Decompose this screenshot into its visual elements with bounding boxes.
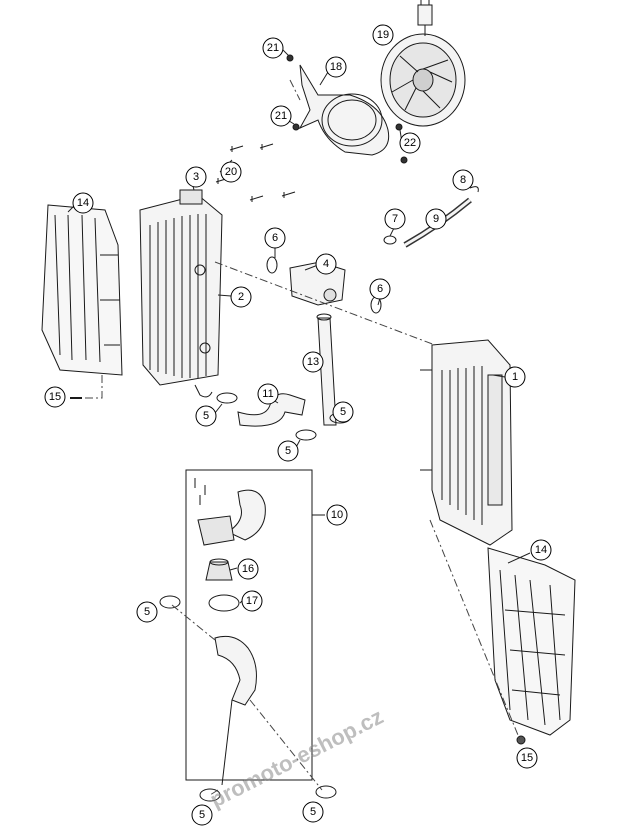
callout-1: 1 bbox=[504, 366, 526, 388]
callout-5-f: 5 bbox=[302, 801, 324, 823]
svg-text:9: 9 bbox=[433, 213, 439, 225]
bolt-21-lower bbox=[292, 123, 300, 131]
coolant-pipe bbox=[316, 313, 337, 426]
svg-text:14: 14 bbox=[535, 544, 547, 556]
svg-text:20: 20 bbox=[225, 166, 237, 178]
lower-hose bbox=[214, 635, 257, 786]
callout-5-e: 5 bbox=[191, 804, 213, 826]
callout-6-left: 6 bbox=[264, 227, 286, 249]
callout-14-lower: 14 bbox=[530, 539, 552, 561]
callout-8: 8 bbox=[452, 169, 474, 191]
callout-11: 11 bbox=[257, 383, 279, 405]
svg-text:5: 5 bbox=[199, 809, 205, 821]
callout-22: 22 bbox=[399, 132, 421, 154]
svg-text:17: 17 bbox=[246, 595, 258, 607]
svg-text:7: 7 bbox=[392, 213, 398, 225]
svg-text:promoto-eshop.cz: promoto-eshop.cz bbox=[206, 704, 387, 813]
bolt-21-upper bbox=[286, 54, 294, 62]
hose-clamps-5-lower bbox=[159, 595, 337, 802]
callout-2: 2 bbox=[230, 286, 252, 308]
svg-text:5: 5 bbox=[340, 406, 346, 418]
svg-text:1: 1 bbox=[512, 371, 518, 383]
svg-text:5: 5 bbox=[144, 606, 150, 618]
hose-clamp-8 bbox=[469, 186, 479, 193]
thermostat-housing bbox=[194, 478, 266, 546]
callout-5-c: 5 bbox=[277, 440, 299, 462]
bolt-22 bbox=[395, 123, 408, 164]
callout-4: 4 bbox=[315, 253, 337, 275]
callout-group: 19 21 18 21 22 3 20 14 8 7 9 6 4 6 2 13 … bbox=[44, 24, 552, 826]
svg-text:5: 5 bbox=[310, 806, 316, 818]
kit-frame-10 bbox=[185, 469, 325, 781]
fan-bracket bbox=[298, 64, 390, 156]
callout-15-right: 15 bbox=[516, 747, 538, 769]
callout-16: 16 bbox=[237, 558, 259, 580]
callout-6-right: 6 bbox=[369, 278, 391, 300]
svg-text:15: 15 bbox=[49, 391, 61, 403]
bolts-20 bbox=[215, 143, 296, 202]
svg-text:13: 13 bbox=[307, 356, 319, 368]
svg-text:22: 22 bbox=[404, 137, 416, 149]
thermostat-16 bbox=[205, 558, 233, 581]
callout-21-lower: 21 bbox=[270, 105, 292, 127]
assembly-lines bbox=[84, 79, 521, 796]
callout-17: 17 bbox=[241, 590, 263, 612]
watermark: promoto-eshop.cz bbox=[206, 704, 387, 813]
radiator-shroud-left bbox=[41, 204, 123, 376]
callout-15-left: 15 bbox=[44, 386, 66, 408]
callout-10: 10 bbox=[326, 504, 348, 526]
svg-text:19: 19 bbox=[377, 29, 389, 41]
radiator-hose-11 bbox=[237, 393, 306, 427]
svg-text:3: 3 bbox=[193, 171, 199, 183]
screw-15-right bbox=[516, 735, 526, 745]
svg-text:18: 18 bbox=[330, 61, 342, 73]
callout-19: 19 bbox=[372, 24, 394, 46]
callout-20: 20 bbox=[220, 161, 242, 183]
callout-5-a: 5 bbox=[195, 405, 217, 427]
callout-5-b: 5 bbox=[332, 401, 354, 423]
svg-text:16: 16 bbox=[242, 563, 254, 575]
svg-text:8: 8 bbox=[460, 174, 466, 186]
callout-3: 3 bbox=[185, 166, 207, 188]
callout-14-upper: 14 bbox=[72, 192, 94, 214]
callout-13: 13 bbox=[302, 351, 324, 373]
svg-text:5: 5 bbox=[203, 410, 209, 422]
hose-clamp-6-left bbox=[266, 256, 278, 274]
callout-18: 18 bbox=[325, 56, 347, 78]
o-ring-17 bbox=[208, 594, 240, 612]
svg-text:4: 4 bbox=[323, 258, 329, 270]
svg-text:11: 11 bbox=[262, 388, 273, 400]
svg-text:10: 10 bbox=[331, 509, 343, 521]
cooling-fan bbox=[380, 0, 466, 127]
svg-text:6: 6 bbox=[272, 232, 278, 244]
svg-text:21: 21 bbox=[267, 42, 279, 54]
callout-7: 7 bbox=[384, 208, 406, 230]
callout-5-d: 5 bbox=[136, 601, 158, 623]
radiator-left bbox=[139, 189, 223, 398]
svg-text:15: 15 bbox=[521, 752, 533, 764]
svg-text:21: 21 bbox=[275, 110, 287, 122]
callout-21-upper: 21 bbox=[262, 37, 284, 59]
callout-9: 9 bbox=[425, 208, 447, 230]
hose-clamp-7 bbox=[383, 235, 397, 245]
radiator-shroud-right bbox=[487, 547, 576, 736]
svg-text:2: 2 bbox=[238, 291, 244, 303]
svg-text:6: 6 bbox=[377, 283, 383, 295]
radiator-right bbox=[420, 339, 513, 546]
svg-text:5: 5 bbox=[285, 445, 291, 457]
svg-text:14: 14 bbox=[77, 197, 89, 209]
